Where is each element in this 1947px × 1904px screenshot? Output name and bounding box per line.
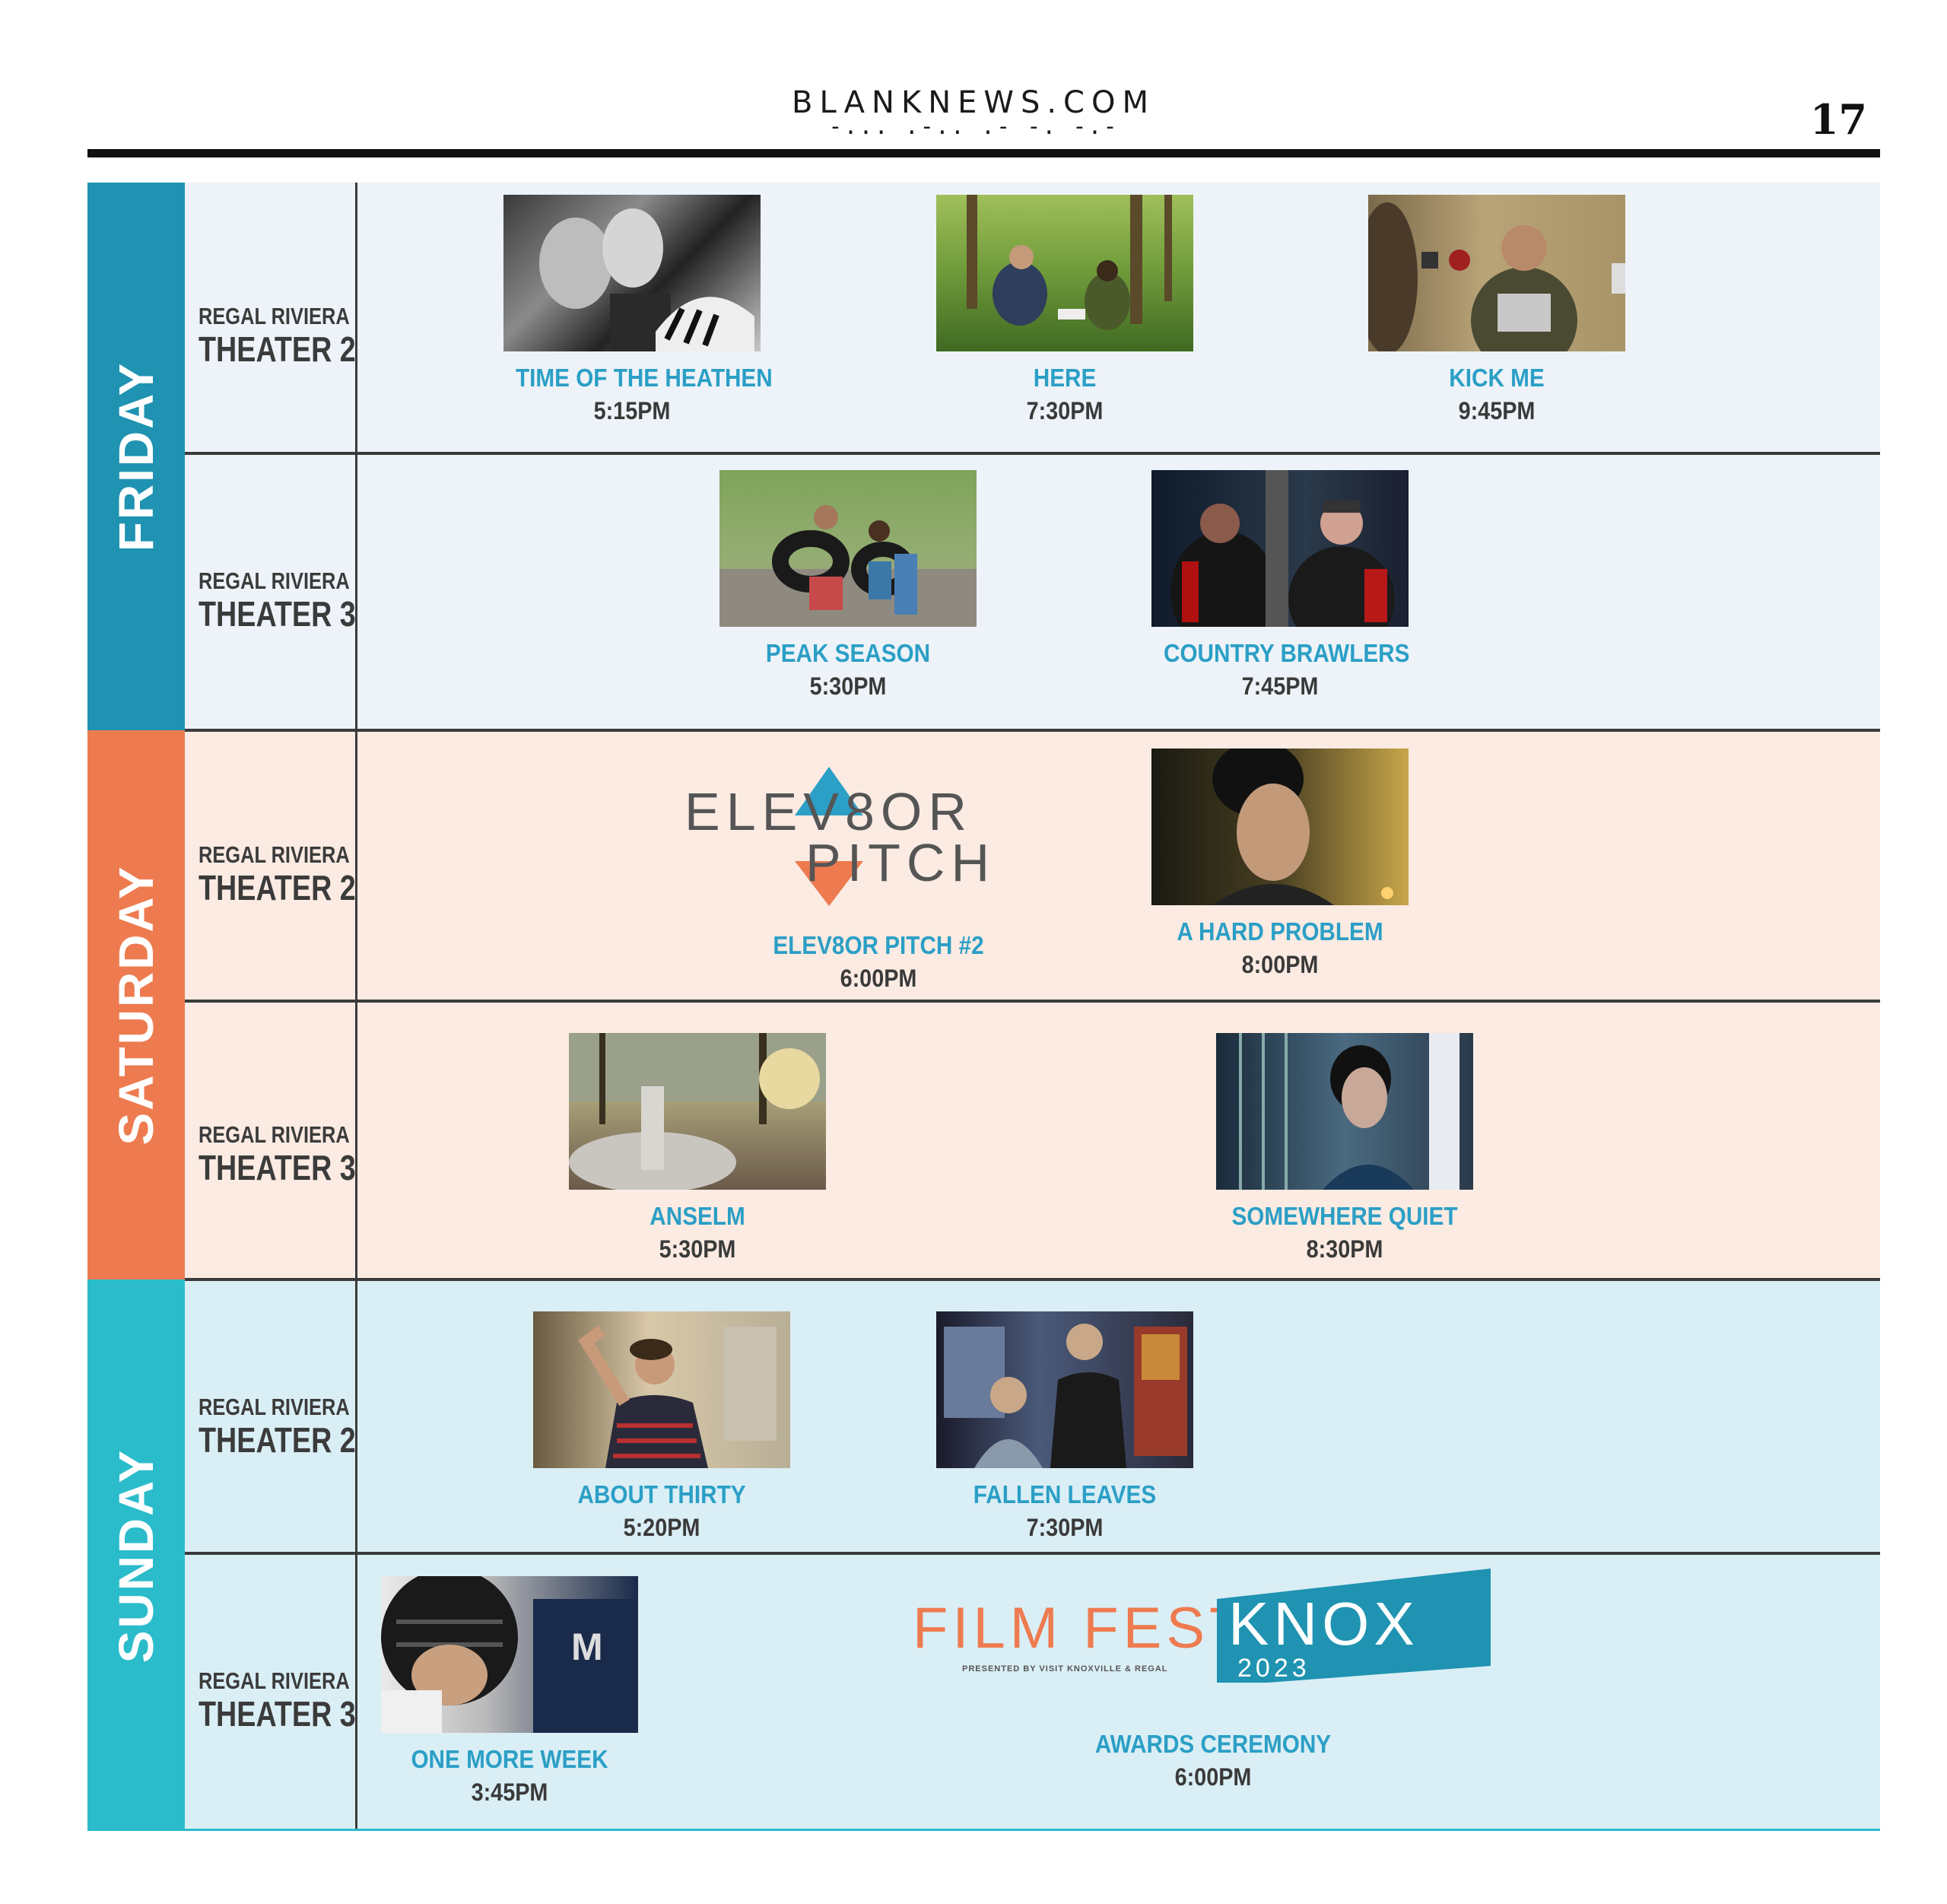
theater-name: THEATER 2 bbox=[199, 868, 356, 907]
film-title: AWARDS CEREMONY bbox=[1094, 1730, 1332, 1758]
film-time: 9:45PM bbox=[1458, 397, 1536, 424]
venue-name: REGAL RIVIERA bbox=[199, 1667, 350, 1694]
film-still bbox=[1368, 195, 1625, 351]
film-time: 7:30PM bbox=[1026, 1514, 1104, 1541]
film-still bbox=[1216, 1033, 1473, 1190]
theater-label-sat-3: REGAL RIVIERA THEATER 3 bbox=[185, 1001, 356, 1279]
film-title: PEAK SEASON bbox=[765, 639, 931, 667]
row-divider bbox=[185, 1000, 1880, 1003]
film-card[interactable]: HERE 7:30PM bbox=[935, 195, 1194, 425]
film-time: 5:15PM bbox=[593, 397, 671, 424]
elev8or-pitch-logo: ELEV8OR PITCH bbox=[681, 765, 1114, 906]
venue-name: REGAL RIVIERA bbox=[199, 567, 350, 594]
film-time: 6:00PM bbox=[1174, 1763, 1252, 1791]
logo-year: 2023 bbox=[1237, 1654, 1310, 1683]
film-title: FALLEN LEAVES bbox=[973, 1480, 1157, 1508]
day-label-friday: FRIDAY bbox=[109, 361, 164, 552]
logo-line1: ELEV8OR bbox=[684, 782, 973, 841]
film-still bbox=[1151, 470, 1409, 627]
site-title[interactable]: BLANKNEWS.COM bbox=[792, 85, 1155, 120]
film-card[interactable]: M ONE MORE WEEK 3:45PM bbox=[380, 1576, 639, 1807]
theater-name: THEATER 3 bbox=[199, 1694, 356, 1734]
film-card[interactable]: SOMEWHERE QUIET 8:30PM bbox=[1215, 1033, 1474, 1264]
film-still bbox=[936, 1311, 1193, 1468]
row-divider bbox=[185, 452, 1880, 455]
film-time: 5:20PM bbox=[623, 1514, 700, 1541]
film-time: 5:30PM bbox=[809, 672, 887, 700]
film-title: TIME OF THE HEATHEN bbox=[516, 364, 773, 392]
film-still bbox=[1151, 749, 1409, 905]
column-divider bbox=[355, 183, 357, 1831]
film-card[interactable]: AWARDS CEREMONY 6:00PM bbox=[1053, 1730, 1373, 1791]
header-rule bbox=[87, 149, 1880, 157]
film-card[interactable]: PEAK SEASON 5:30PM bbox=[719, 470, 977, 701]
svg-text:M: M bbox=[571, 1626, 603, 1668]
film-still: M bbox=[381, 1576, 638, 1733]
friday-band: FRIDAY bbox=[87, 183, 185, 730]
film-still bbox=[719, 470, 977, 627]
film-time: 3:45PM bbox=[471, 1778, 548, 1806]
day-label-sunday: SUNDAY bbox=[109, 1448, 164, 1663]
film-still bbox=[533, 1311, 790, 1468]
theater-name: THEATER 3 bbox=[199, 1148, 356, 1187]
film-time: 7:30PM bbox=[1026, 397, 1104, 424]
logo-line2: PITCH bbox=[805, 833, 996, 892]
film-title: KICK ME bbox=[1449, 364, 1545, 392]
theater-label-fri-3: REGAL RIVIERA THEATER 3 bbox=[185, 453, 356, 730]
film-title: COUNTRY BRAWLERS bbox=[1164, 639, 1410, 667]
film-card[interactable]: ELEV8OR PITCH #2 6:00PM bbox=[719, 931, 1038, 993]
film-time: 8:00PM bbox=[1241, 951, 1319, 978]
logo-knox: KNOX bbox=[1228, 1590, 1419, 1658]
film-title: ANSELM bbox=[650, 1202, 745, 1230]
film-card[interactable]: KICK ME 9:45PM bbox=[1367, 195, 1626, 425]
venue-name: REGAL RIVIERA bbox=[199, 1121, 350, 1148]
theater-label-fri-2: REGAL RIVIERA THEATER 2 bbox=[185, 183, 356, 453]
film-title: ONE MORE WEEK bbox=[411, 1745, 608, 1773]
row-divider bbox=[185, 729, 1880, 732]
filmfestknox-logo: FILM FEST PRESENTED BY VISIT KNOXVILLE &… bbox=[909, 1569, 1510, 1686]
film-title: A HARD PROBLEM bbox=[1177, 917, 1383, 946]
masthead: BLANKNEWS.COM -... .-.. .- -. -.- bbox=[761, 85, 1186, 140]
film-card[interactable]: TIME OF THE HEATHEN 5:15PM bbox=[503, 195, 773, 425]
bottom-divider bbox=[87, 1829, 1880, 1831]
film-title: ABOUT THIRTY bbox=[577, 1480, 746, 1508]
film-time: 8:30PM bbox=[1306, 1235, 1383, 1263]
venue-name: REGAL RIVIERA bbox=[199, 1394, 350, 1420]
film-time: 6:00PM bbox=[840, 965, 917, 992]
saturday-band: SATURDAY bbox=[87, 730, 185, 1279]
film-card[interactable]: COUNTRY BRAWLERS 7:45PM bbox=[1151, 470, 1409, 701]
logo-film-fest: FILM FEST bbox=[913, 1596, 1249, 1661]
film-card[interactable]: ABOUT THIRTY 5:20PM bbox=[532, 1311, 791, 1542]
film-card[interactable]: A HARD PROBLEM 8:00PM bbox=[1151, 749, 1409, 979]
sunday-band: SUNDAY bbox=[87, 1279, 185, 1831]
schedule-grid: FRIDAY SATURDAY SUNDAY REGAL RIVIERA THE… bbox=[87, 183, 1880, 1831]
site-morse: -... .-.. .- -. -.- bbox=[828, 113, 1119, 140]
film-title: ELEV8OR PITCH #2 bbox=[773, 931, 984, 959]
film-still bbox=[503, 195, 761, 351]
film-title: SOMEWHERE QUIET bbox=[1231, 1202, 1458, 1230]
day-label-saturday: SATURDAY bbox=[109, 864, 164, 1146]
film-still bbox=[936, 195, 1193, 351]
venue-name: REGAL RIVIERA bbox=[199, 303, 350, 329]
film-time: 5:30PM bbox=[659, 1235, 736, 1263]
theater-label-sun-2: REGAL RIVIERA THEATER 2 bbox=[185, 1279, 356, 1553]
film-card[interactable]: ANSELM 5:30PM bbox=[568, 1033, 827, 1264]
film-still bbox=[569, 1033, 826, 1190]
page-number: 17 bbox=[1809, 95, 1867, 144]
film-time: 7:45PM bbox=[1241, 672, 1319, 700]
venue-name: REGAL RIVIERA bbox=[199, 841, 350, 868]
theater-name: THEATER 3 bbox=[199, 594, 356, 634]
film-title: HERE bbox=[1033, 364, 1097, 392]
theater-name: THEATER 2 bbox=[199, 329, 356, 369]
row-divider bbox=[185, 1552, 1880, 1555]
theater-label-sat-2: REGAL RIVIERA THEATER 2 bbox=[185, 730, 356, 1001]
saturday-panel bbox=[185, 730, 1880, 1279]
logo-tagline: PRESENTED BY VISIT KNOXVILLE & REGAL bbox=[962, 1664, 1168, 1674]
theater-label-sun-3: REGAL RIVIERA THEATER 3 bbox=[185, 1553, 356, 1831]
theater-name: THEATER 2 bbox=[199, 1420, 356, 1460]
row-divider bbox=[185, 1278, 1880, 1281]
film-card[interactable]: FALLEN LEAVES 7:30PM bbox=[935, 1311, 1194, 1542]
